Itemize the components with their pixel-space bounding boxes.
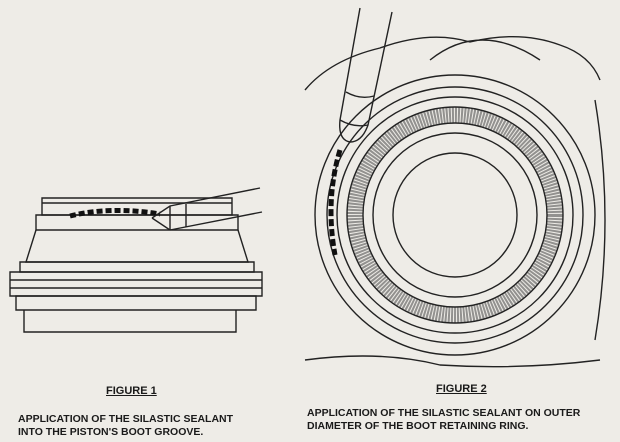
figure-1-title: FIGURE 1 [106, 385, 157, 397]
sealant-nozzle-1 [151, 187, 263, 231]
sealant-bead [328, 149, 343, 256]
figure-2-caption: APPLICATION OF THE SILASTIC SEALANT ON O… [307, 407, 580, 433]
figure-2-title: FIGURE 2 [436, 383, 487, 395]
caption-line: APPLICATION OF THE SILASTIC SEALANT [18, 413, 234, 425]
caption-line: DIAMETER OF THE BOOT RETAINING RING. [307, 420, 529, 432]
sealant-nozzle-2 [339, 7, 393, 143]
caption-line: APPLICATION OF THE SILASTIC SEALANT ON O… [307, 407, 581, 419]
boot-retaining-ring [314, 74, 596, 356]
figure-1-caption: APPLICATION OF THE SILASTIC SEALANT INTO… [18, 413, 233, 439]
housing-outline [304, 36, 606, 368]
caption-line: INTO THE PISTON'S BOOT GROOVE. [18, 426, 204, 438]
